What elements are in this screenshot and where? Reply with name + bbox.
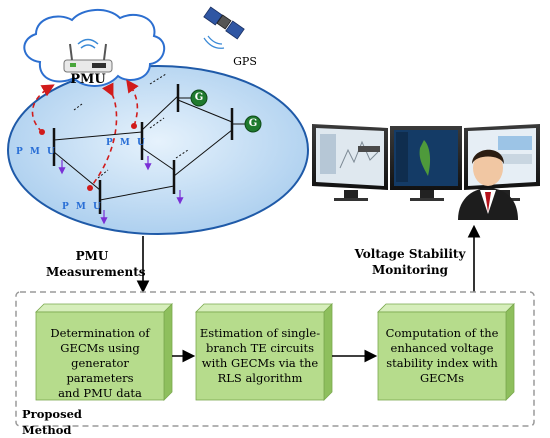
load-arrows xyxy=(58,156,184,225)
monitor-left xyxy=(312,124,388,201)
proposed-method-frame xyxy=(15,291,535,427)
operator-avatar xyxy=(458,149,518,220)
step-text-2: Estimation of single- branch TE circuits… xyxy=(199,326,321,385)
step-box-1 xyxy=(35,303,173,401)
proposed-method-label: Proposed Method xyxy=(22,407,82,437)
pmu-device-label-1: P M U xyxy=(16,147,57,157)
bus-network xyxy=(52,73,246,214)
monitor-wall xyxy=(312,124,540,201)
step-box-3 xyxy=(377,303,515,401)
communication-links xyxy=(31,79,139,191)
pmu-device-label-3: P M U xyxy=(62,202,103,212)
step-text-1: Determination of GECMs using generator p… xyxy=(50,326,150,400)
generator-1 xyxy=(190,89,208,107)
step-box-2 xyxy=(195,303,333,401)
pmu-measurements-label: PMU Measurements xyxy=(46,249,146,279)
satellite-icon xyxy=(203,6,245,49)
gps-label: GPS xyxy=(233,55,257,68)
generator-2 xyxy=(244,115,262,133)
monitor-center xyxy=(390,126,462,201)
pmu-cloud-label: PMU xyxy=(70,72,106,87)
step-text-3: Computation of the enhanced voltage stab… xyxy=(385,326,499,385)
generator-label-1: G xyxy=(194,92,204,103)
pmu-device-label-2: P M U xyxy=(106,138,147,148)
voltage-monitoring-label: Voltage Stability Monitoring xyxy=(354,247,466,277)
router-icon xyxy=(63,38,113,73)
generator-label-2: G xyxy=(248,118,258,129)
